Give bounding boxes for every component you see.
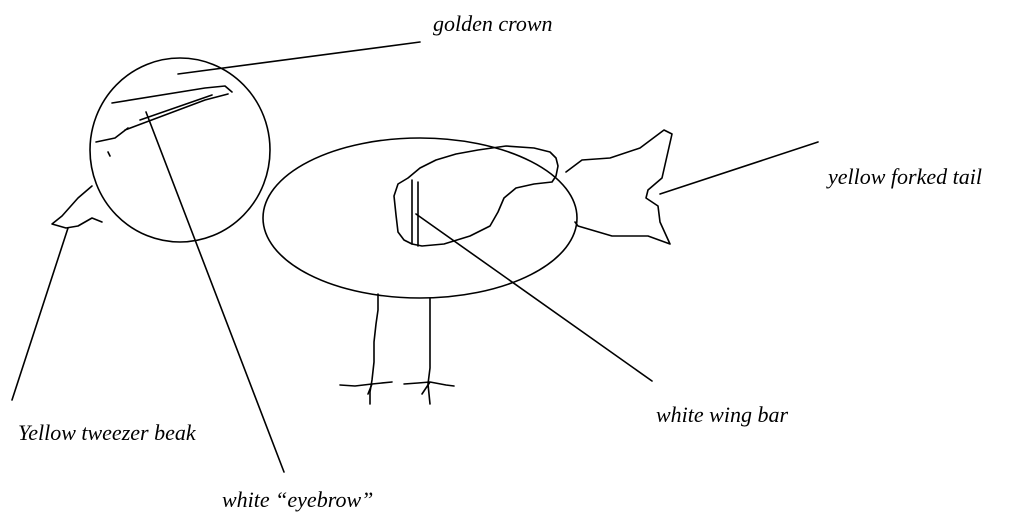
eye-mark [108,152,110,156]
eyebrow-stripe [96,94,228,142]
label-white-wing-bar: white wing bar [656,404,788,426]
leader-white-wing-bar [416,214,652,381]
leader-golden-crown [178,42,420,74]
tail-shape [566,130,672,244]
beak-shape [52,186,102,228]
body-ellipse [263,138,577,298]
right-leg [428,298,430,404]
label-yellow-tweezer-beak: Yellow tweezer beak [18,422,196,444]
leader-white-eyebrow [146,112,284,472]
leader-yellow-tweezer-beak [12,228,68,400]
label-white-eyebrow: white “eyebrow” [222,489,373,511]
label-golden-crown: golden crown [433,13,553,35]
crown-stripe [112,86,232,103]
leader-yellow-forked-tail [660,142,818,194]
head-circle [90,58,270,242]
left-foot [340,382,392,394]
wing-bar-lines [412,180,418,246]
label-yellow-forked-tail: yellow forked tail [828,166,982,188]
